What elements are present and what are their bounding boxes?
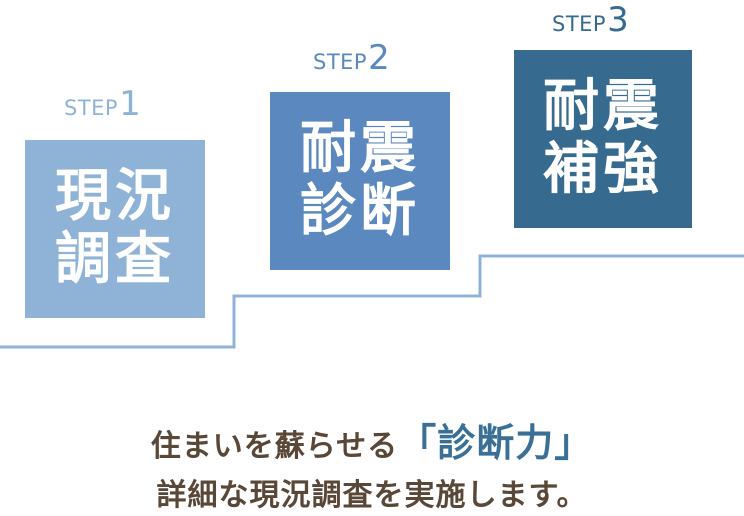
step2-box: 耐震 診断: [270, 92, 450, 270]
step1-box: 現況 調査: [25, 140, 205, 318]
step1-label: STEP1: [64, 84, 141, 124]
caption-line2: 詳細な現況調査を実施します。: [156, 478, 588, 513]
step1-word: STEP: [64, 96, 119, 120]
step1-title-line2: 調査: [55, 227, 175, 292]
step2-title-line2: 診断: [300, 179, 420, 244]
step2-number: 2: [368, 38, 391, 78]
step2-word: STEP: [313, 50, 368, 74]
step3-number: 3: [607, 0, 630, 40]
caption-line1-prefix: 住まいを蘇らせる: [150, 429, 399, 464]
step1-number: 1: [119, 84, 142, 124]
step2-title-line1: 耐震: [300, 116, 420, 182]
step3-title-line2: 補強: [543, 137, 663, 202]
step3-label: STEP3: [552, 0, 629, 40]
caption-highlight: 「診断力」: [398, 421, 594, 465]
step3-title-line1: 耐震: [543, 74, 663, 140]
step1-title-line1: 現況: [55, 164, 175, 230]
step3-box: 耐震 補強: [514, 50, 692, 228]
step3-word: STEP: [552, 12, 607, 36]
step2-label: STEP2: [313, 38, 390, 78]
caption-line1: 住まいを蘇らせる「診断力」: [0, 412, 744, 467]
